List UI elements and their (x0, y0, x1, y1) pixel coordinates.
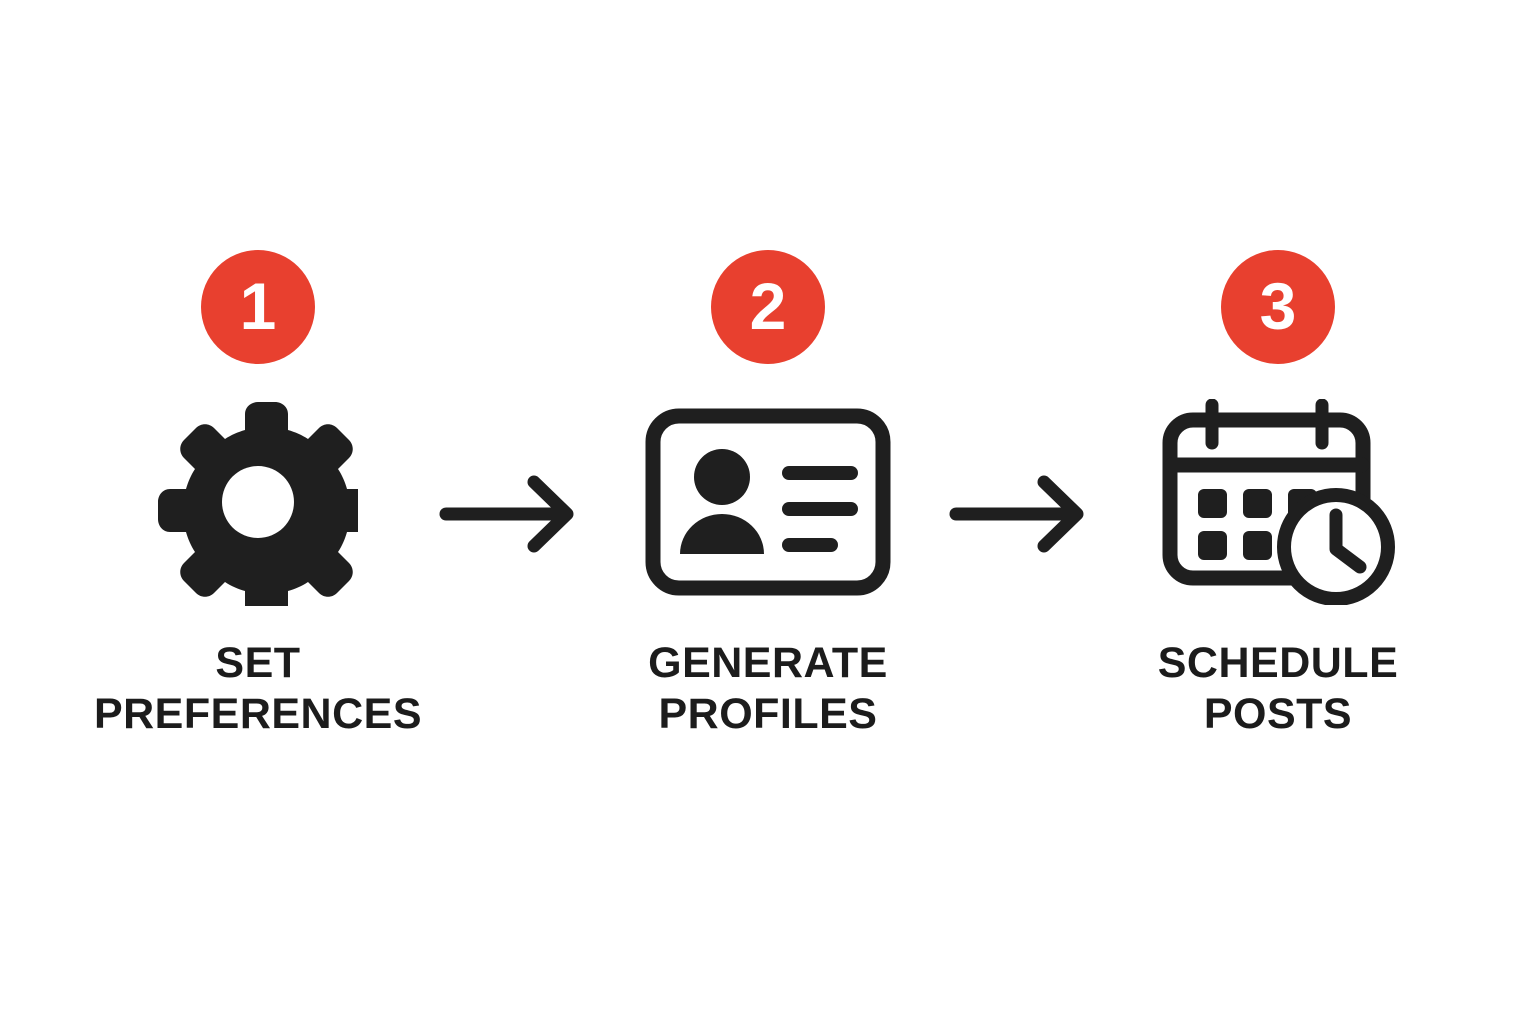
step-label-1: SET PREFERENCES (93, 639, 423, 738)
step-number-badge-3: 3 (1221, 250, 1335, 364)
process-step-3[interactable]: 3 (1098, 250, 1458, 739)
step-number-2: 2 (749, 268, 787, 343)
calendar-body (1162, 412, 1371, 586)
calendar-clock-icon (1162, 399, 1395, 605)
step-label-2: GENERATE PROFILES (648, 639, 888, 738)
step-number-1: 1 (239, 268, 277, 343)
calendar-day-5 (1243, 531, 1272, 560)
process-flow: 1 SET PREFERENCES (0, 250, 1536, 770)
process-step-1[interactable]: 1 SET PREFERENCES (78, 250, 438, 739)
id-card-line-1 (782, 466, 858, 480)
id-card-outline (645, 408, 891, 596)
clock-hands (1329, 508, 1367, 574)
gear-hub (222, 466, 294, 538)
step-icon-1 (158, 392, 358, 612)
step-number-badge-2: 2 (711, 250, 825, 364)
flow-connector-2 (948, 250, 1098, 559)
flow-connector-1 (438, 250, 588, 559)
calendar-day-2 (1243, 489, 1272, 518)
arrow-right-icon (949, 475, 1084, 553)
id-card-line-3 (782, 538, 838, 552)
calendar-day-4 (1198, 531, 1227, 560)
step-number-3: 3 (1259, 268, 1297, 343)
arrow-right-icon (439, 475, 574, 553)
id-card-icon (645, 408, 891, 596)
step-number-badge-1: 1 (201, 250, 315, 364)
person-head (694, 449, 750, 505)
gear-icon (158, 402, 358, 606)
calendar-day-1 (1198, 489, 1227, 518)
step-label-3: SCHEDULE POSTS (1157, 639, 1399, 738)
step-icon-3 (1150, 392, 1406, 612)
id-card-line-2 (782, 502, 858, 516)
process-step-2[interactable]: 2 GENERATE PROFILES (588, 250, 948, 739)
step-icon-2 (644, 392, 892, 612)
person-body (680, 514, 764, 554)
